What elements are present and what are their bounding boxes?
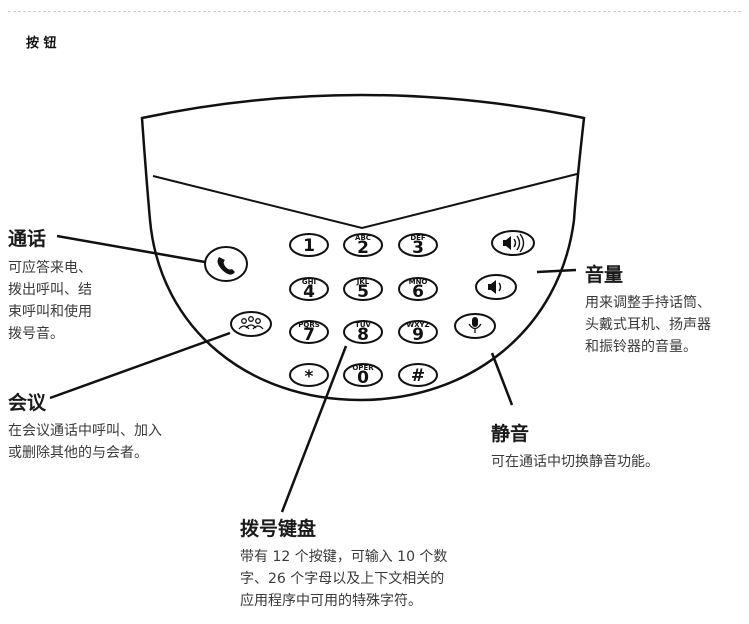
key-star[interactable]: * (289, 363, 329, 387)
key-6-digit: 6 (412, 282, 424, 302)
key-8-digit: 8 (357, 325, 369, 345)
key-9[interactable]: WXYZ 9 (398, 320, 438, 345)
dialpad-title: 拨号键盘 (240, 518, 317, 540)
key-0-letters: OPER (352, 364, 374, 372)
key-1-digit: 1 (303, 236, 315, 256)
phone-handset-icon (217, 257, 235, 275)
conference-leader-line (49, 331, 231, 400)
key-0-digit: 0 (357, 368, 369, 388)
key-3-letters: DEF (410, 234, 426, 242)
call-button[interactable] (204, 246, 248, 282)
key-2[interactable]: ABC 2 (343, 233, 383, 258)
key-hash[interactable]: # (398, 363, 438, 387)
conference-button[interactable] (230, 311, 272, 337)
key-7[interactable]: PQRS 7 (289, 320, 329, 345)
conference-people-icon (238, 316, 264, 330)
key-4-letters: GHI (302, 278, 316, 286)
key-8[interactable]: TUV 8 (343, 320, 383, 345)
key-hash-digit: # (411, 366, 425, 386)
key-0[interactable]: OPER 0 (343, 363, 383, 388)
key-1[interactable]: 1 (289, 233, 329, 257)
conference-description: 在会议通话中呼叫、加入 或删除其他的与会者。 (8, 423, 162, 461)
key-3[interactable]: DEF 3 (398, 233, 438, 258)
key-6[interactable]: MNO 6 (398, 277, 438, 302)
keypad: 1 ABC 2 DEF 3 GHI 4 JKL 5 MNO 6 (289, 233, 438, 388)
key-5-digit: 5 (357, 282, 369, 302)
key-3-digit: 3 (412, 238, 424, 258)
key-2-digit: 2 (357, 238, 369, 258)
phone-display-ridge (152, 173, 578, 230)
key-4[interactable]: GHI 4 (289, 277, 329, 302)
volume-up-button[interactable] (491, 230, 535, 256)
key-8-letters: TUV (355, 321, 371, 329)
dialpad-description: 带有 12 个按键，可输入 10 个数 字、26 个字母以及上下文相关的 应用程… (240, 549, 448, 609)
mute-description: 可在通话中切换静音功能。 (491, 454, 659, 470)
conference-title: 会议 (8, 392, 47, 414)
call-description: 可应答来电、 拨出呼叫、结 束呼叫和使用 拨号音。 (8, 260, 92, 342)
call-title: 通话 (8, 228, 47, 250)
key-2-letters: ABC (355, 234, 371, 242)
key-7-digit: 7 (303, 325, 315, 345)
volume-down-icon (488, 280, 502, 294)
key-9-letters: WXYZ (406, 321, 429, 329)
section-title: 按 钮 (26, 36, 57, 51)
volume-leader-line (536, 268, 577, 274)
key-star-digit: * (305, 367, 314, 387)
key-5[interactable]: JKL 5 (343, 277, 383, 302)
volume-down-button[interactable] (475, 274, 517, 300)
key-4-digit: 4 (303, 282, 315, 302)
key-7-letters: PQRS (298, 321, 320, 329)
top-divider (8, 11, 741, 12)
mute-leader-line (490, 352, 514, 406)
key-6-letters: MNO (409, 278, 428, 286)
volume-title: 音量 (585, 264, 624, 286)
dialpad-leader-line (280, 345, 348, 513)
mute-title: 静音 (491, 423, 530, 445)
key-9-digit: 9 (412, 325, 424, 345)
mute-button[interactable] (454, 313, 496, 339)
call-leader-line (56, 234, 206, 264)
microphone-icon (468, 317, 482, 333)
key-5-letters: JKL (356, 278, 370, 286)
volume-up-icon (503, 233, 525, 253)
volume-description: 用来调整手持话筒、 头戴式耳机、扬声器 和振铃器的音量。 (585, 295, 711, 355)
